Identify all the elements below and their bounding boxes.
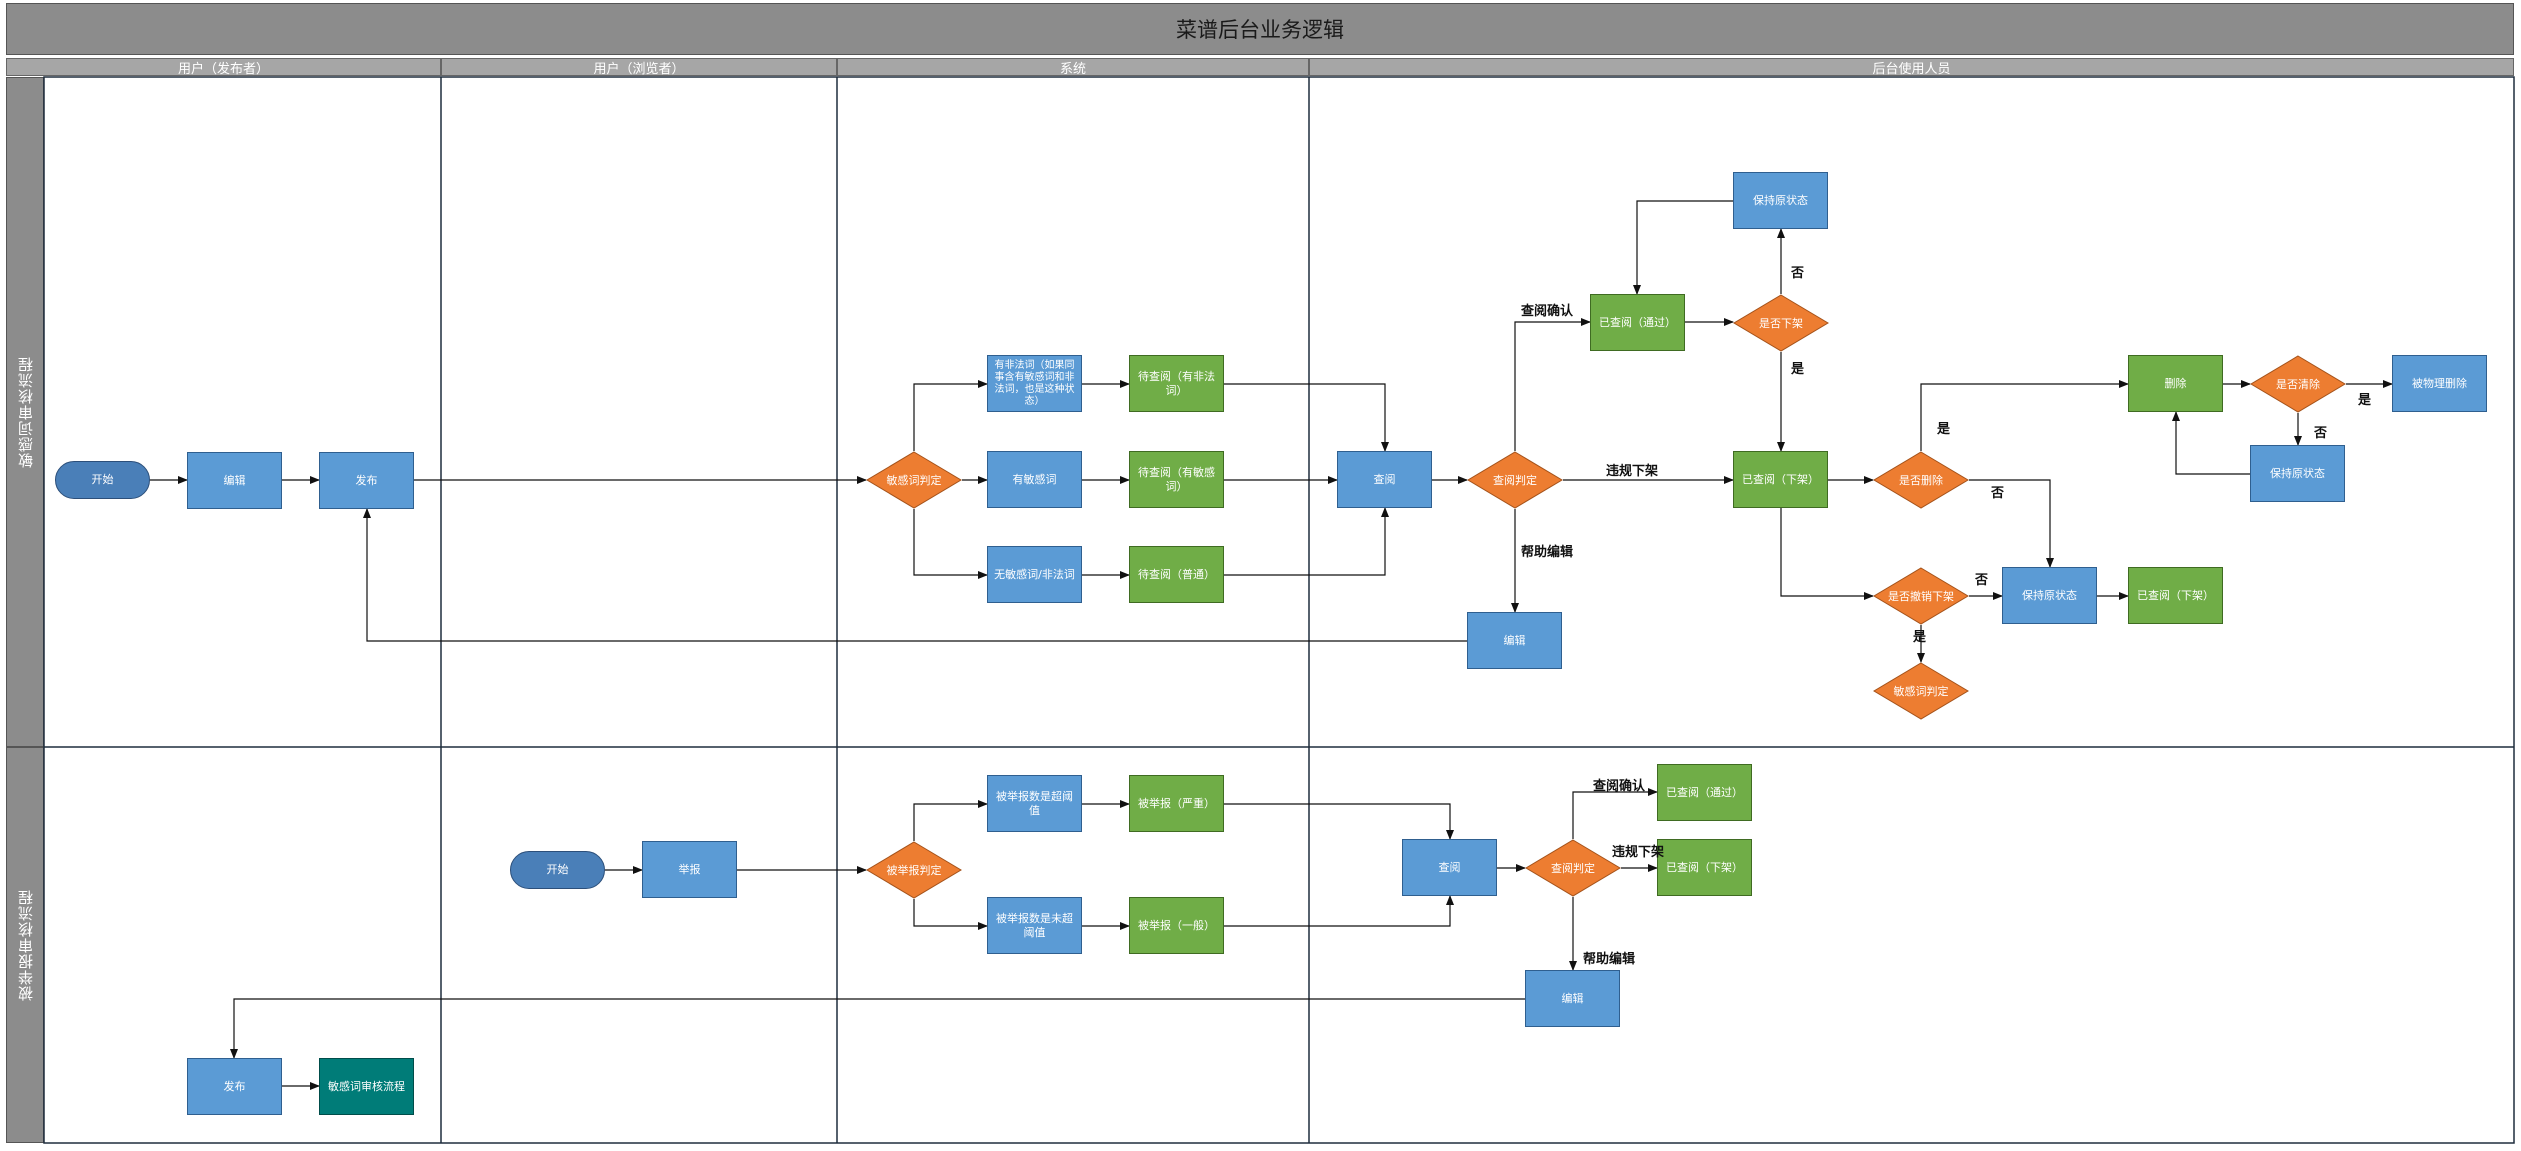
offline-decision[interactable]: 是否下架 <box>1733 294 1829 352</box>
revoke-offline-decision[interactable]: 是否撤销下架 <box>1873 567 1969 625</box>
report-start-terminal[interactable]: 开始 <box>510 851 605 889</box>
label-purge-yes: 是 <box>2358 393 2372 408</box>
report-offline-state[interactable]: 已查阅（下架） <box>1657 839 1752 896</box>
connector-arrow <box>913 380 988 451</box>
label-help-edit: 帮助编辑 <box>1521 545 1574 560</box>
sensitive-word-process[interactable]: 有敏感词 <box>987 451 1082 508</box>
keep-state-process-2[interactable]: 保持原状态 <box>2250 445 2345 502</box>
label-delete-no: 否 <box>1991 486 2005 501</box>
sensitive-word-decision-2[interactable]: 敏感词判定 <box>1873 662 1969 720</box>
label-offline-yes: 是 <box>1791 362 1805 377</box>
connector-arrow <box>913 899 988 930</box>
delete-state[interactable]: 删除 <box>2128 355 2223 412</box>
pool-header-sensitive: 敏感词审核流程 <box>6 77 44 747</box>
report-process[interactable]: 举报 <box>642 841 737 898</box>
connector-arrow <box>913 509 988 579</box>
sensitive-flow-link[interactable]: 敏感词审核流程 <box>319 1058 414 1115</box>
sensitive-word-decision[interactable]: 敏感词判定 <box>866 451 962 509</box>
report-publish-process[interactable]: 发布 <box>187 1058 282 1115</box>
lane-header-publisher: 用户（发布者） <box>6 58 441 77</box>
admin-edit-process[interactable]: 编辑 <box>1467 612 1562 669</box>
label-report-confirm: 查阅确认 <box>1593 779 1646 794</box>
connector-arrow <box>1920 380 2129 451</box>
connector-arrow <box>1224 895 1454 927</box>
connector-arrow <box>1572 788 1658 839</box>
review-decision[interactable]: 查阅判定 <box>1467 451 1563 509</box>
connector-arrow <box>913 800 988 841</box>
connector-arrow <box>1969 479 2054 568</box>
report-over-threshold-process[interactable]: 被举报数是超阈值 <box>987 775 1082 832</box>
label-offline-no: 否 <box>1791 266 1805 281</box>
lane-header-admin: 后台使用人员 <box>1309 58 2514 77</box>
review-process[interactable]: 查阅 <box>1337 451 1432 508</box>
label-revoke-no: 否 <box>1975 573 1989 588</box>
publish-process[interactable]: 发布 <box>319 452 414 509</box>
reviewed-passed-state[interactable]: 已查阅（通过） <box>1590 294 1685 351</box>
report-decision[interactable]: 被举报判定 <box>866 841 962 899</box>
diagram-title: 菜谱后台业务逻辑 <box>6 3 2514 55</box>
pool-header-report: 被举报审核流程 <box>6 747 44 1143</box>
connector-arrow <box>363 508 1515 642</box>
label-violation-offline: 违规下架 <box>1606 464 1659 479</box>
start-terminal[interactable]: 开始 <box>55 461 150 499</box>
edit-process[interactable]: 编辑 <box>187 452 282 509</box>
keep-state-process-1[interactable]: 保持原状态 <box>1733 172 1828 229</box>
pending-illegal-state[interactable]: 待查阅（有非法词） <box>1129 355 1224 412</box>
connector-arrow <box>1514 318 1591 451</box>
report-review-process[interactable]: 查阅 <box>1402 839 1497 896</box>
report-review-decision[interactable]: 查阅判定 <box>1525 839 1621 897</box>
label-purge-no: 否 <box>2314 426 2328 441</box>
reviewed-offline-state-2[interactable]: 已查阅（下架） <box>2128 567 2223 624</box>
report-passed-state[interactable]: 已查阅（通过） <box>1657 764 1752 821</box>
reported-severe-state[interactable]: 被举报（严重） <box>1129 775 1224 832</box>
lane-header-viewer: 用户（浏览者） <box>441 58 837 77</box>
report-edit-process[interactable]: 编辑 <box>1525 970 1620 1027</box>
illegal-word-process[interactable]: 有非法词（如果同事含有敏感词和非法词，也是这种状态） <box>987 355 1082 412</box>
pending-sensitive-state[interactable]: 待查阅（有敏感词） <box>1129 451 1224 508</box>
physical-delete-process[interactable]: 被物理删除 <box>2392 355 2487 412</box>
keep-state-process-3[interactable]: 保持原状态 <box>2002 567 2097 624</box>
connector-arrow <box>1224 803 1454 840</box>
reported-normal-state[interactable]: 被举报（一般） <box>1129 897 1224 954</box>
pending-normal-state[interactable]: 待查阅（普通） <box>1129 546 1224 603</box>
reviewed-offline-state[interactable]: 已查阅（下架） <box>1733 451 1828 508</box>
connector-arrow <box>1633 200 1733 295</box>
lane-header-system: 系统 <box>837 58 1309 77</box>
label-report-help-edit: 帮助编辑 <box>1583 952 1636 967</box>
connector-arrow <box>230 998 1525 1059</box>
clean-word-process[interactable]: 无敏感词/非法词 <box>987 546 1082 603</box>
connector-arrow <box>1224 507 1389 576</box>
label-report-violation: 违规下架 <box>1612 845 1665 860</box>
report-under-threshold-process[interactable]: 被举报数是未超阈值 <box>987 897 1082 954</box>
connector-arrow <box>1224 383 1389 452</box>
connector-arrow <box>1780 508 1874 600</box>
label-revoke-yes: 是 <box>1913 630 1927 645</box>
connector-arrow <box>2172 411 2250 475</box>
label-delete-yes: 是 <box>1937 422 1951 437</box>
delete-decision[interactable]: 是否删除 <box>1873 451 1969 509</box>
label-review-confirm: 查阅确认 <box>1521 304 1574 319</box>
purge-decision[interactable]: 是否清除 <box>2250 355 2346 413</box>
